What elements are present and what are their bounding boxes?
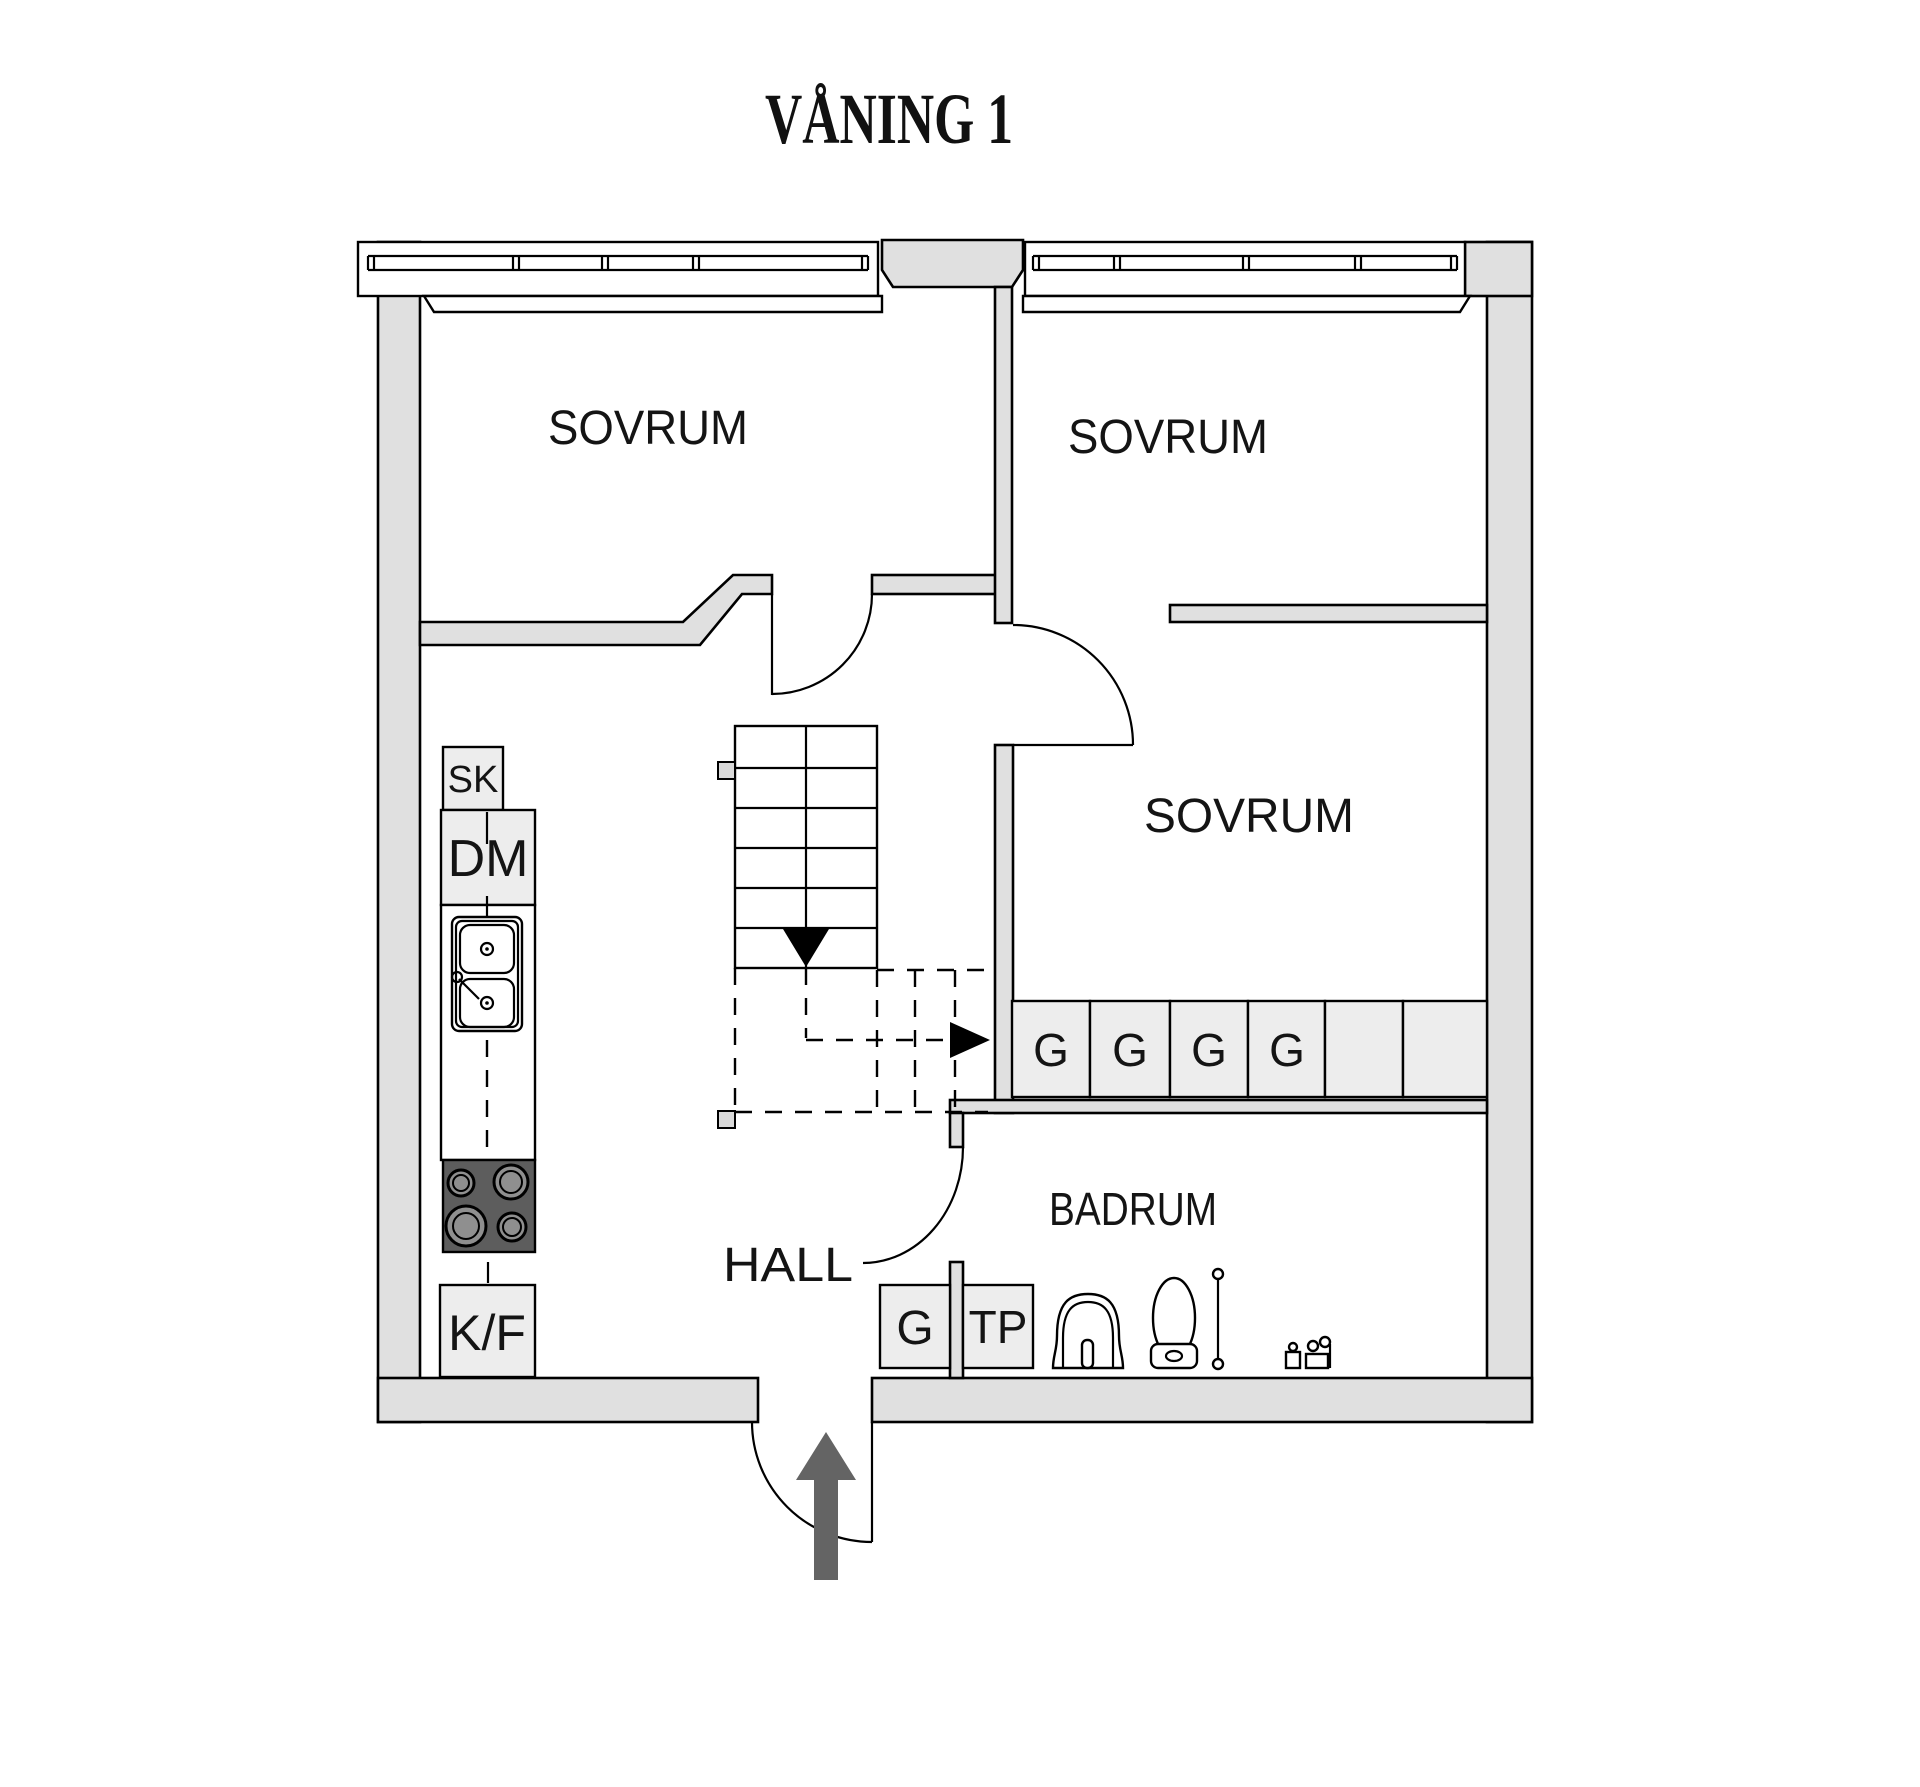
label-bedroom2: SOVRUM: [1068, 411, 1268, 464]
wall-bottom-right: [870, 1376, 1534, 1424]
washbasin-icon: [1051, 1292, 1125, 1370]
towel-rail-icon: [1211, 1267, 1225, 1371]
hall-wardrobe-box: [878, 1283, 952, 1370]
wardrobe-cell: [1010, 999, 1092, 1099]
wardrobe-cell: [1323, 999, 1405, 1099]
door-bathroom-icon: [862, 1146, 965, 1265]
label-tp: TP: [969, 1301, 1028, 1353]
kitchen-run: SK DM K/F: [438, 745, 537, 1379]
wall-bedroom-divider-upper: [993, 285, 1014, 625]
label-bedroom1: SOVRUM: [548, 402, 748, 455]
stairs-down-arrow-icon: [783, 929, 829, 967]
stove-icon: [441, 1158, 537, 1254]
bathroom-fittings-icon: [1284, 1335, 1332, 1370]
label-bathroom: BADRUM: [1049, 1183, 1217, 1235]
walls: [376, 238, 1534, 1424]
wall-bedroom2-bedroom3: [1168, 603, 1489, 624]
stairs-direction-arrow-icon: [950, 1022, 990, 1058]
door-bedroom1-icon: [770, 593, 874, 696]
window-glazing-right: [1031, 254, 1459, 272]
label-bedroom3: SOVRUM: [1144, 790, 1354, 843]
kitchen-cabinet-sk: [441, 745, 505, 812]
stairs-lower-flight-dashed: [733, 968, 988, 1114]
window-glazing-left: [366, 254, 870, 272]
label-wardrobe-g: G: [1033, 1024, 1069, 1076]
toilet-icon: [1149, 1276, 1199, 1370]
windows: [356, 240, 1473, 314]
wall-bottom-left: [376, 1376, 760, 1424]
label-dm: DM: [448, 830, 529, 888]
label-kf: K/F: [448, 1305, 526, 1361]
label-sk: SK: [448, 759, 499, 801]
staircase: [717, 724, 990, 1129]
doors: [750, 593, 1135, 1544]
wall-bedroom3-bathroom: [948, 1098, 1489, 1115]
closets: G TP: [878, 1283, 1035, 1370]
label-wardrobe-g: G: [1191, 1024, 1227, 1076]
door-entry-icon: [750, 1421, 874, 1544]
stair-newel-post: [717, 1110, 736, 1129]
label-wardrobe-g: G: [1269, 1024, 1305, 1076]
kitchen-sink-icon: [450, 915, 524, 1033]
wall-left: [376, 240, 422, 1424]
label-hall: HALL: [723, 1239, 853, 1292]
fridge-freezer-box: [438, 1283, 537, 1379]
wall-bathroom-lower: [948, 1260, 965, 1380]
wall-hall-top: [870, 573, 999, 596]
stair-treads: [735, 726, 877, 968]
wardrobe-cell: [1401, 999, 1489, 1099]
wall-top-right-corner: [1463, 240, 1534, 298]
wardrobe-row: G G G G: [1010, 999, 1489, 1099]
entry-arrow-icon: [796, 1432, 856, 1580]
wall-right: [1485, 240, 1534, 1424]
window-sill-left: [421, 294, 884, 314]
label-hall-g: G: [896, 1302, 933, 1355]
wall-window-pillar: [880, 238, 1025, 289]
bathroom-tp-box: [961, 1283, 1035, 1370]
stair-newel-post: [717, 761, 736, 780]
label-wardrobe-g: G: [1112, 1024, 1148, 1076]
wardrobe-cell: [1246, 999, 1327, 1099]
wall-bedroom1-bottom: [418, 573, 774, 647]
door-bedroom3-icon: [1012, 623, 1135, 747]
bathroom-fixtures: [1051, 1267, 1332, 1371]
page-title: VÅNING 1: [765, 79, 1013, 159]
wall-bathroom-door-stub: [948, 1111, 965, 1149]
window-sill-right: [1021, 294, 1473, 314]
wall-hall-bedroom3: [993, 743, 1015, 1115]
